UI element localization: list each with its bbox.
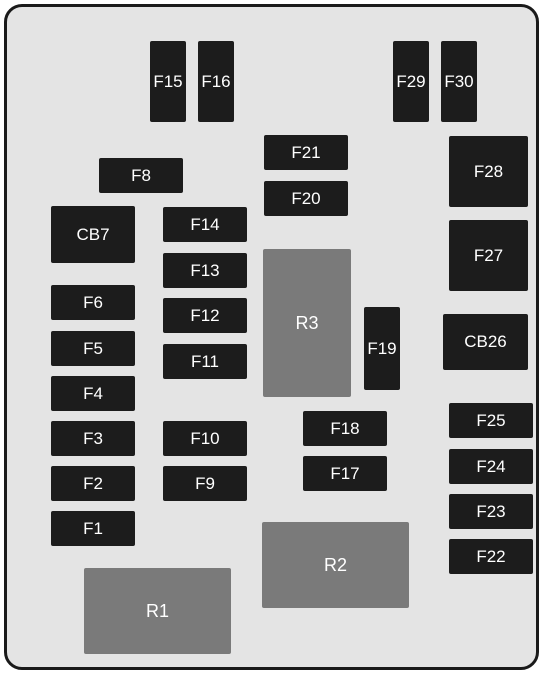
- fuse-f9: F9: [163, 466, 247, 501]
- fuse-f15: F15: [150, 41, 186, 122]
- fuse-f14: F14: [163, 207, 247, 242]
- fuse-cb26: CB26: [443, 314, 528, 370]
- fuse-f27: F27: [449, 220, 528, 291]
- fuse-f13: F13: [163, 253, 247, 288]
- fuse-f20: F20: [264, 181, 348, 216]
- fuse-f4: F4: [51, 376, 135, 411]
- relay-r1: R1: [84, 568, 231, 654]
- fuse-f23: F23: [449, 494, 533, 529]
- relay-r2: R2: [262, 522, 409, 608]
- fuse-f16: F16: [198, 41, 234, 122]
- fuse-f5: F5: [51, 331, 135, 366]
- fuse-f19: F19: [364, 307, 400, 390]
- fuse-f18: F18: [303, 411, 387, 446]
- fuse-f2: F2: [51, 466, 135, 501]
- fuse-cb7: CB7: [51, 206, 135, 263]
- fuse-f21: F21: [264, 135, 348, 170]
- fuse-f29: F29: [393, 41, 429, 122]
- fuse-f12: F12: [163, 298, 247, 333]
- fuse-f17: F17: [303, 456, 387, 491]
- fuse-f28: F28: [449, 136, 528, 207]
- fuse-f8: F8: [99, 158, 183, 193]
- fuse-f3: F3: [51, 421, 135, 456]
- fuse-f11: F11: [163, 344, 247, 379]
- fuse-f1: F1: [51, 511, 135, 546]
- fuse-f25: F25: [449, 403, 533, 438]
- fuse-f24: F24: [449, 449, 533, 484]
- fuse-f6: F6: [51, 285, 135, 320]
- fuse-f10: F10: [163, 421, 247, 456]
- fuse-f30: F30: [441, 41, 477, 122]
- relay-r3: R3: [263, 249, 351, 397]
- fuse-f22: F22: [449, 539, 533, 574]
